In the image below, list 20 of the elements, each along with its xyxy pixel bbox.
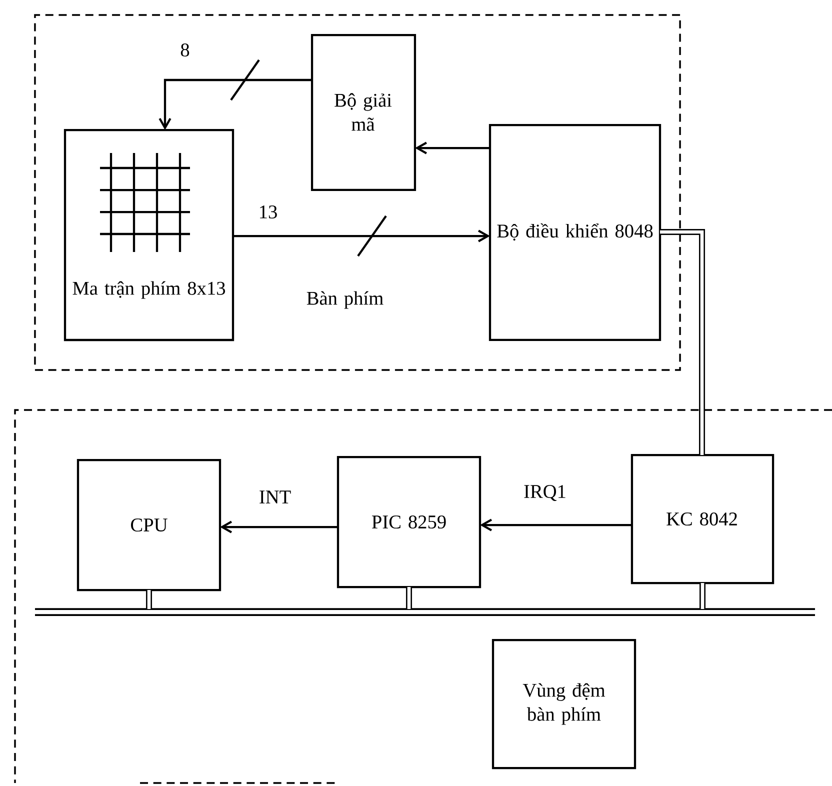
arrow xyxy=(233,215,490,257)
arrow xyxy=(220,520,338,534)
process-box: Vùng đệm bàn phím xyxy=(492,638,636,770)
arrow xyxy=(414,142,490,154)
arrow xyxy=(146,590,152,609)
arrow xyxy=(406,587,412,609)
edge-label: 8 xyxy=(180,43,190,57)
system-region xyxy=(14,409,832,784)
bus-line xyxy=(35,608,815,616)
edge-label: 13 xyxy=(260,206,277,218)
process-box: Ma trận phím 8x13 xyxy=(64,128,234,342)
process-box: Bộ điều khiển 8048 xyxy=(488,124,662,342)
edge-label: INT xyxy=(260,490,291,504)
process-box: Bộ giải mã xyxy=(310,34,416,192)
process-box: CPU xyxy=(76,458,222,592)
process-box: KC 8042 xyxy=(630,454,774,584)
process-box: PIC 8259 xyxy=(336,456,482,588)
arrow xyxy=(158,59,312,130)
arrow xyxy=(480,518,632,532)
edge-label: IRQ1 xyxy=(524,485,566,501)
